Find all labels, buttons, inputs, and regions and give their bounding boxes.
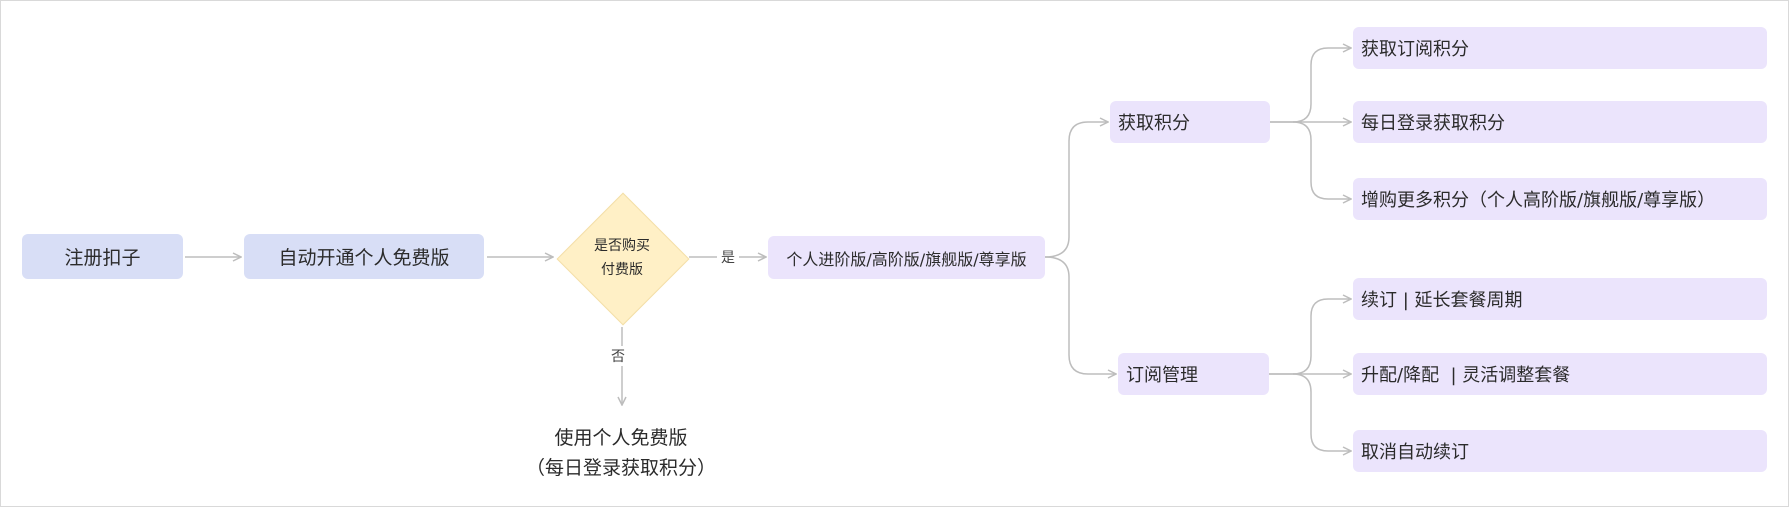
- sub-points-node[interactable]: 获取订阅积分: [1353, 27, 1767, 69]
- use-free-note: （每日登录获取积分）: [481, 453, 761, 480]
- arrow-paid-to-sub-manage: [1044, 256, 1116, 374]
- auto-free-node[interactable]: 自动开通个人免费版: [244, 234, 484, 279]
- decision-text: 是否购买 付费版: [577, 234, 667, 282]
- arrow-sub-manage-to-renew: [1269, 299, 1351, 375]
- decision-text-line1: 是否购买: [594, 238, 650, 254]
- use-free-line1: 使用个人免费版: [554, 427, 688, 449]
- use-free-node[interactable]: 使用个人免费版: [481, 423, 761, 450]
- arrow-get-points-to-buy-more: [1292, 121, 1351, 199]
- arrow-get-points-to-sub-points: [1270, 48, 1351, 123]
- edge-label-no: 否: [607, 346, 629, 366]
- upgrade-node[interactable]: 升配/降配 | 灵活调整套餐: [1353, 353, 1767, 395]
- register-node-label: 注册扣子: [64, 247, 141, 269]
- sub-manage-node[interactable]: 订阅管理: [1118, 353, 1269, 395]
- get-points-node[interactable]: 获取积分: [1110, 101, 1270, 143]
- renew-node-label: 续订 | 延长套餐周期: [1361, 290, 1523, 311]
- daily-points-node-label: 每日登录获取积分: [1361, 113, 1505, 134]
- buy-more-node-label: 增购更多积分（个人高阶版/旗舰版/尊享版）: [1361, 190, 1716, 211]
- purchase-decision-node[interactable]: 是否购买 付费版: [556, 192, 690, 326]
- arrow-sub-manage-to-cancel: [1292, 373, 1351, 451]
- buy-more-node[interactable]: 增购更多积分（个人高阶版/旗舰版/尊享版）: [1353, 178, 1767, 220]
- auto-free-node-label: 自动开通个人免费版: [278, 247, 450, 269]
- daily-points-node[interactable]: 每日登录获取积分: [1353, 101, 1767, 143]
- upgrade-node-label: 升配/降配 | 灵活调整套餐: [1361, 365, 1571, 386]
- register-node[interactable]: 注册扣子: [22, 234, 183, 279]
- arrow-paid-to-get-points: [1044, 122, 1108, 258]
- paid-plans-node-label: 个人进阶版/高阶版/旗舰版/尊享版: [786, 249, 1027, 269]
- sub-points-node-label: 获取订阅积分: [1361, 39, 1469, 60]
- edge-label-yes: 是: [717, 247, 739, 267]
- get-points-node-label: 获取积分: [1118, 113, 1190, 134]
- paid-plans-node[interactable]: 个人进阶版/高阶版/旗舰版/尊享版: [768, 236, 1045, 279]
- sub-manage-node-label: 订阅管理: [1126, 365, 1198, 386]
- cancel-node-label: 取消自动续订: [1361, 442, 1469, 463]
- renew-node[interactable]: 续订 | 延长套餐周期: [1353, 278, 1767, 320]
- use-free-line2: （每日登录获取积分）: [525, 457, 716, 479]
- cancel-node[interactable]: 取消自动续订: [1353, 430, 1767, 472]
- decision-text-line2: 付费版: [601, 262, 643, 278]
